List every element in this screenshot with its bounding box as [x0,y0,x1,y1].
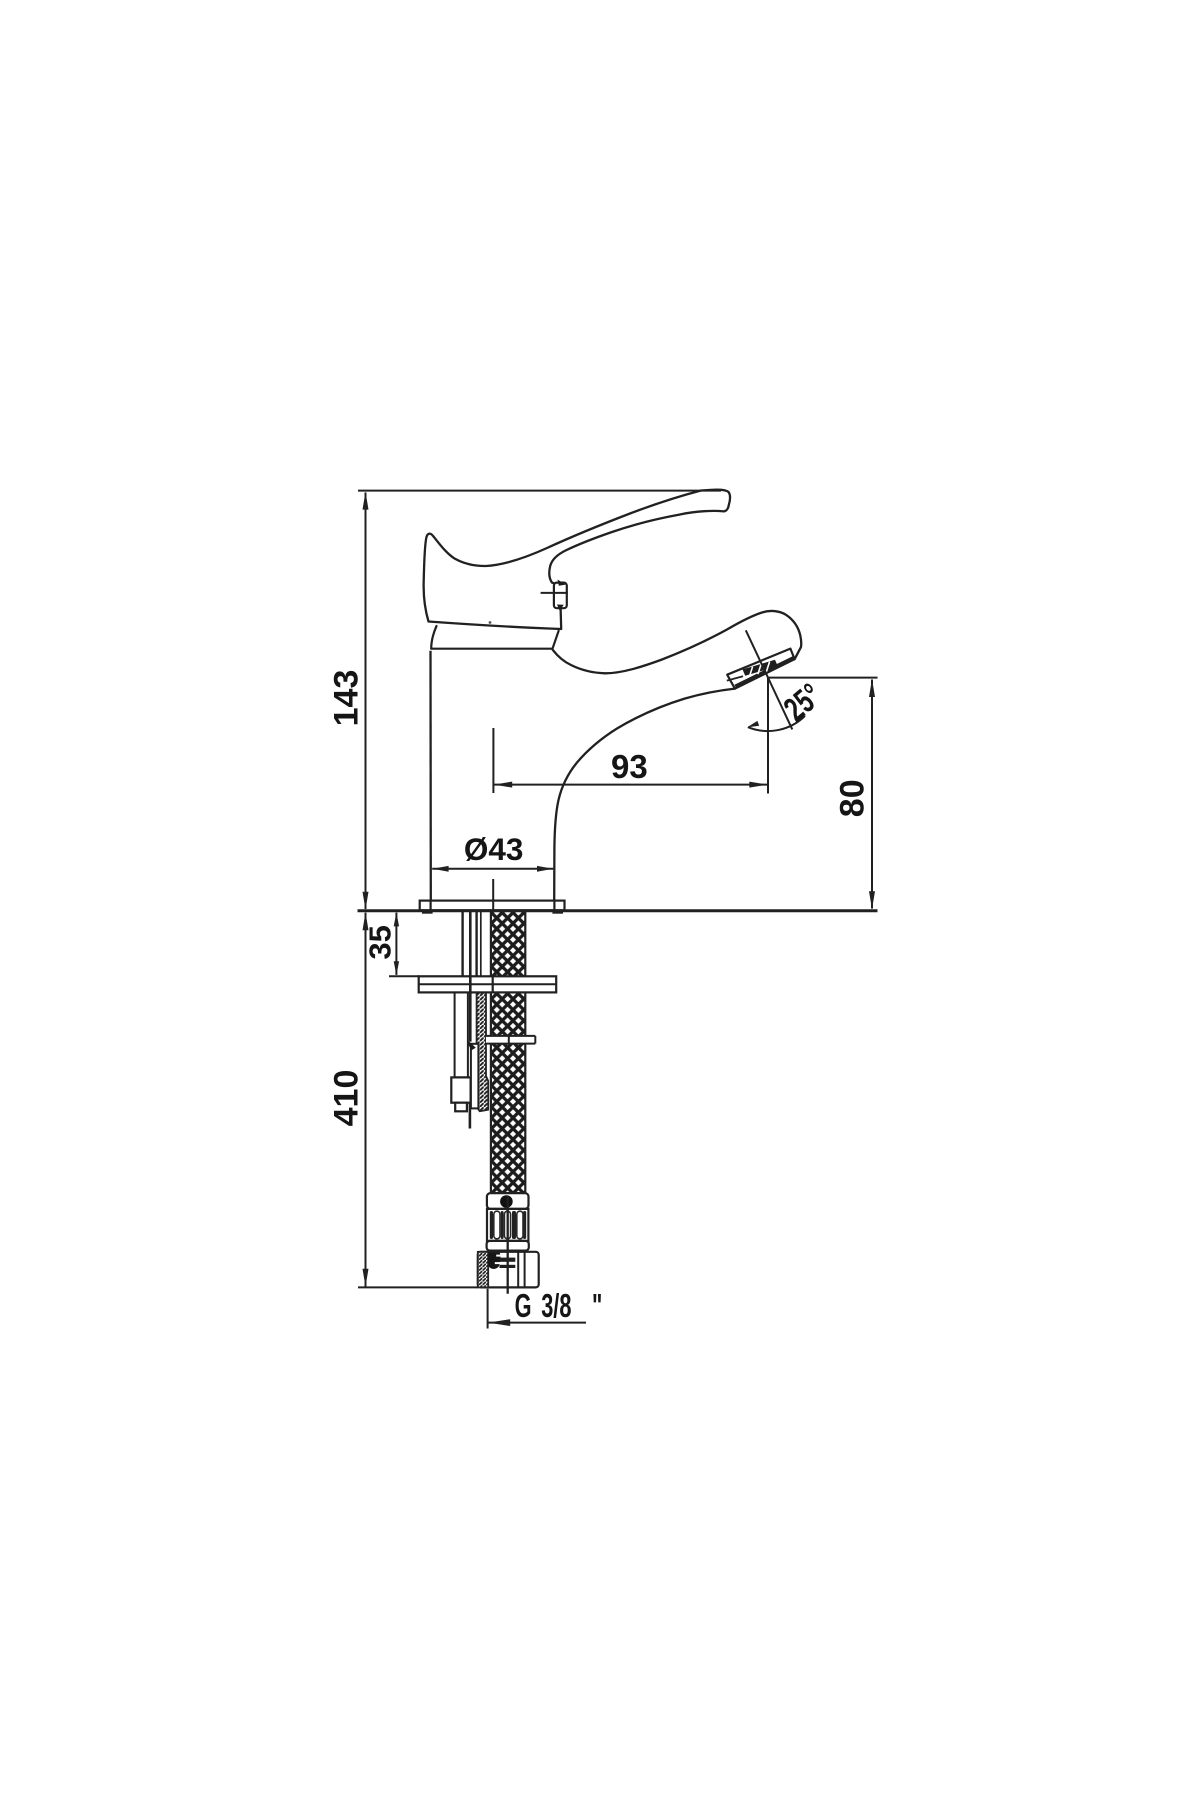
svg-text:": " [592,1288,602,1325]
svg-text:35: 35 [362,925,397,959]
svg-text:3/8: 3/8 [541,1288,571,1325]
svg-text:80: 80 [834,779,872,817]
svg-text:143: 143 [328,670,366,727]
svg-text:Ø43: Ø43 [464,831,524,867]
svg-text:G: G [515,1288,532,1325]
svg-text:410: 410 [327,1070,365,1127]
svg-text:93: 93 [611,748,648,785]
